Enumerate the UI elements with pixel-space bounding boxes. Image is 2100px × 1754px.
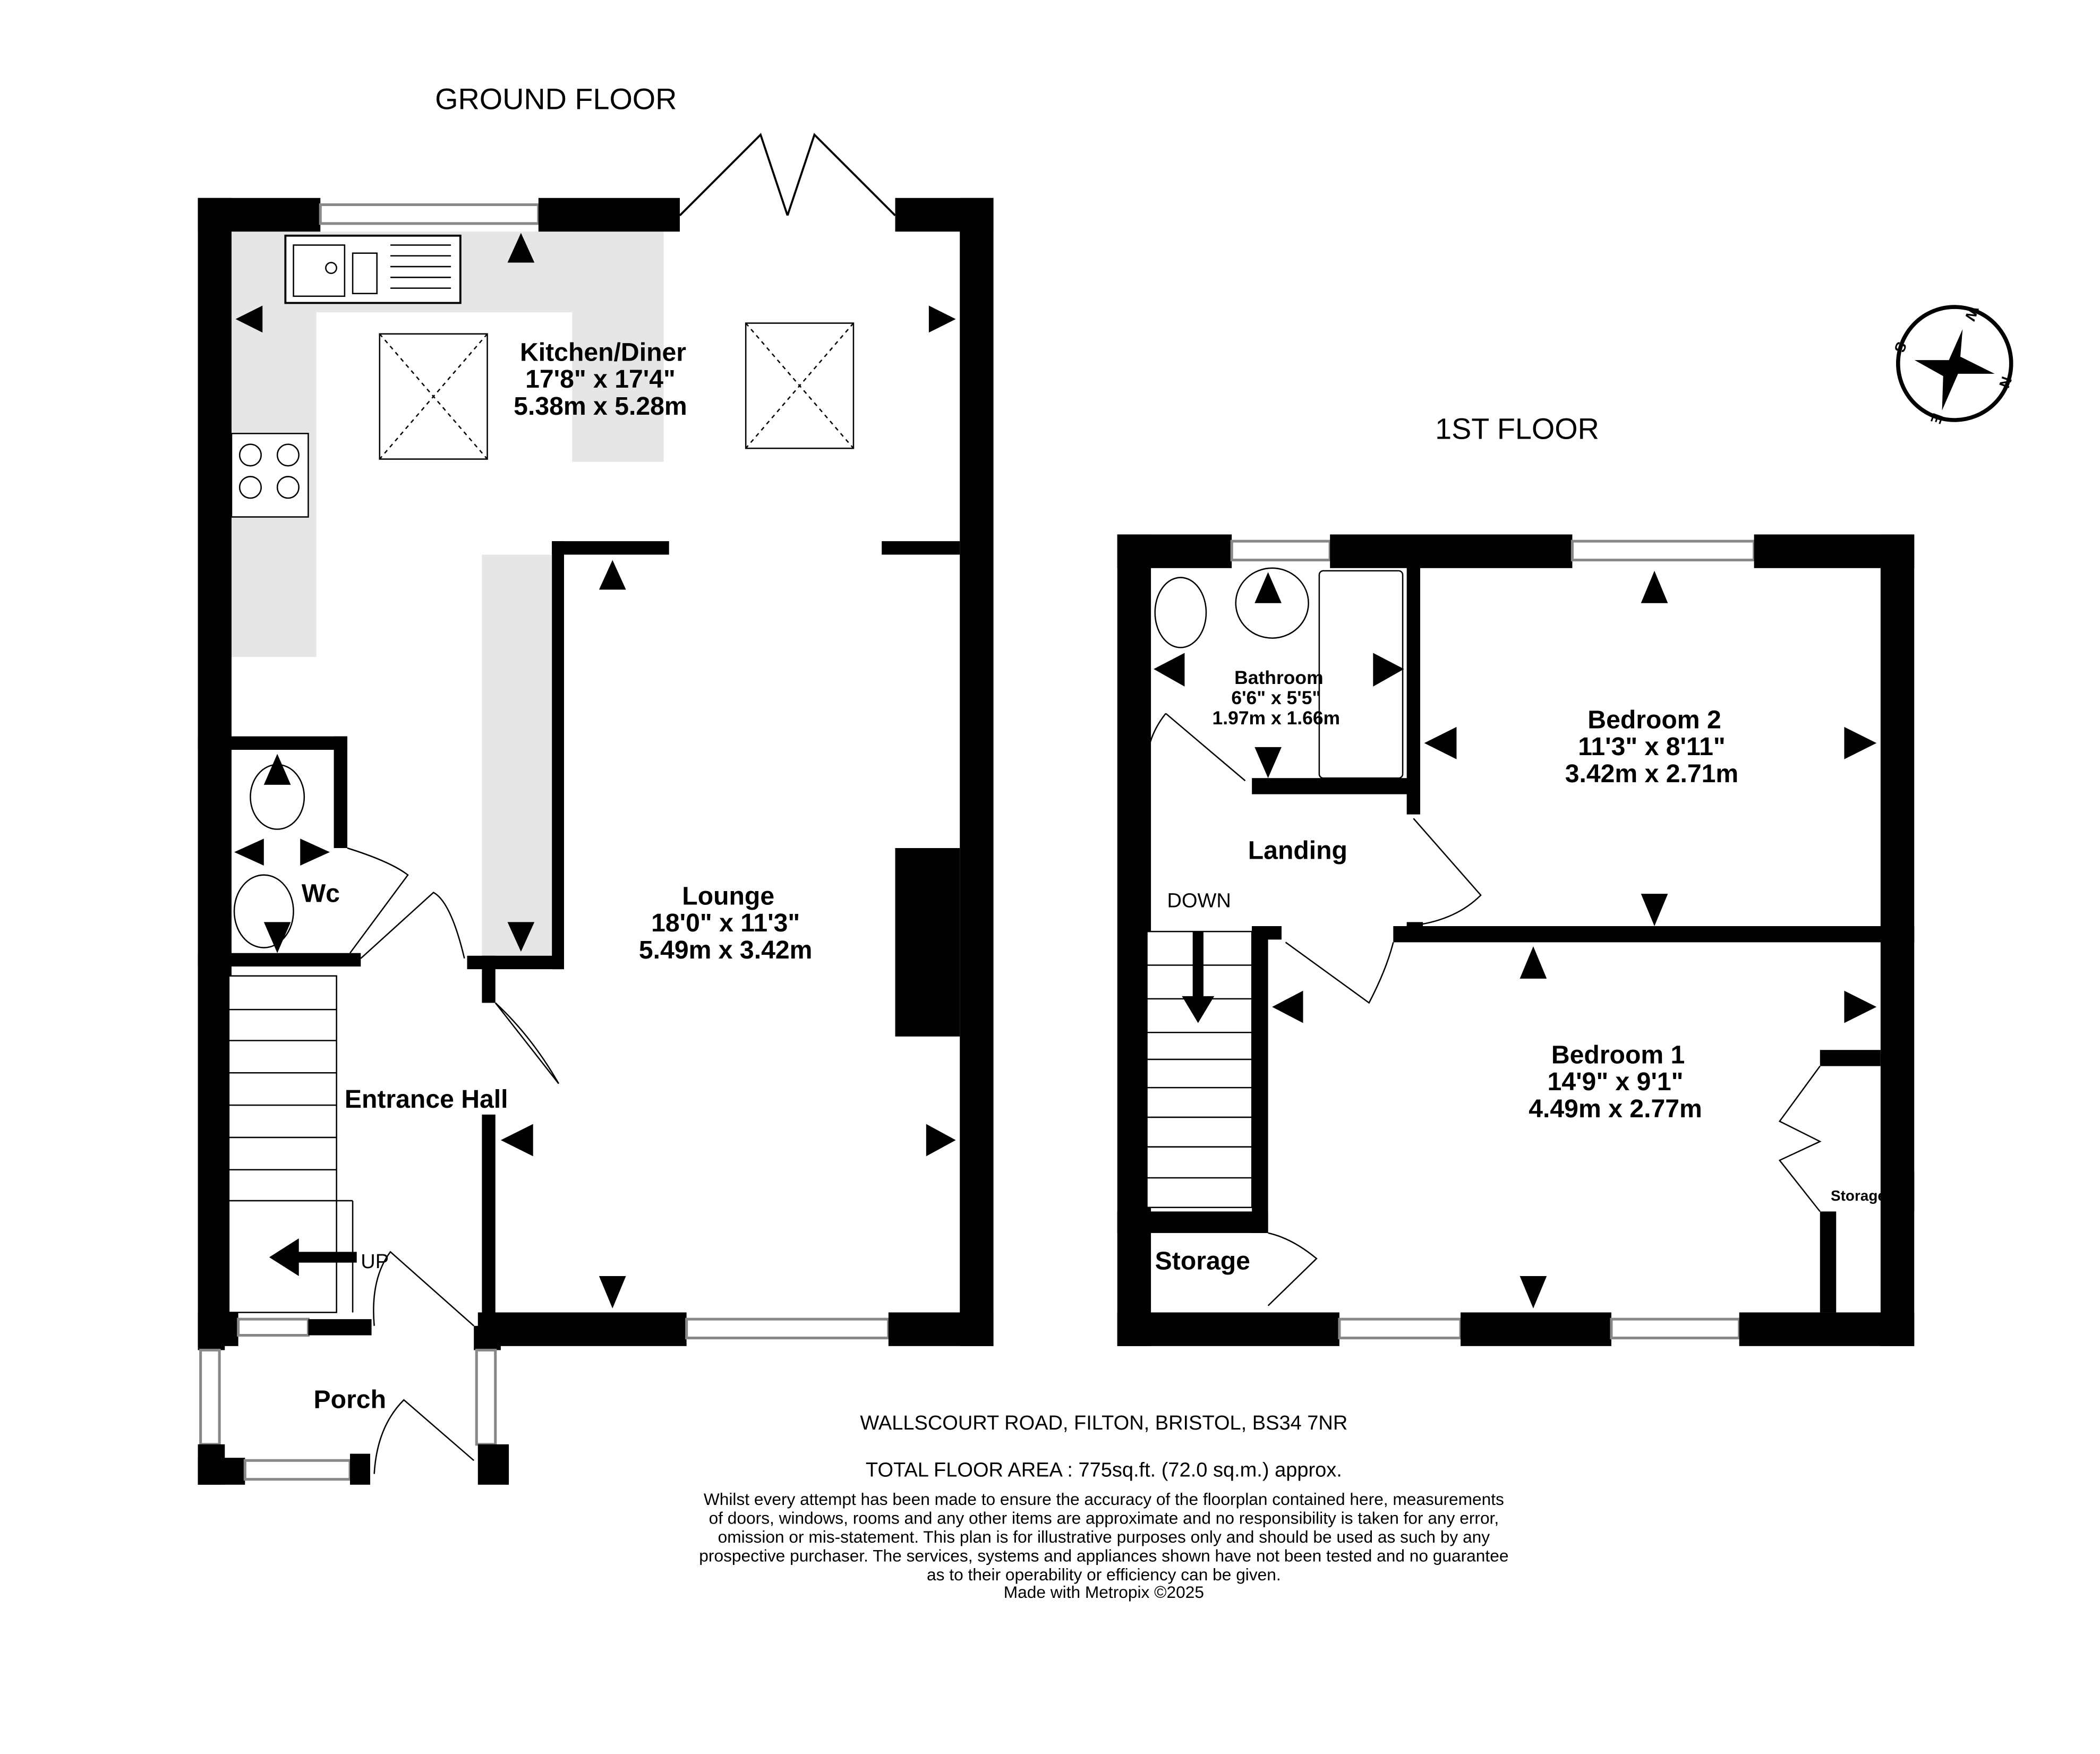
- arrow-left-icon: [269, 1238, 299, 1277]
- wc-label: Wc: [302, 879, 340, 908]
- door: [1406, 818, 1482, 927]
- lounge-imperial: 18'0" x 11'3": [651, 909, 800, 937]
- total-floor-area: TOTAL FLOOR AREA : 775sq.ft. (72.0 sq.m.…: [866, 1459, 1342, 1482]
- stairs-up-label: UP: [361, 1251, 389, 1273]
- window: [1338, 1317, 1462, 1340]
- bedroom-1-metric: 4.49m x 2.77m: [1529, 1094, 1702, 1123]
- dimension-arrows: [1154, 570, 1877, 1308]
- bedroom-2-label: Bedroom 2: [1587, 705, 1721, 734]
- ground-floor-title: GROUND FLOOR: [435, 83, 677, 116]
- door: [373, 1251, 475, 1327]
- window: [475, 1348, 497, 1446]
- footer: WALLSCOURT ROAD, FILTON, BRISTOL, BS34 7…: [699, 1412, 1508, 1602]
- kitchen-diner-label: Kitchen/Diner: [520, 338, 686, 366]
- compass-s: S: [1891, 340, 1910, 355]
- first-floor: 1ST FLOOR: [1117, 412, 1915, 1346]
- porch-label: Porch: [314, 1385, 386, 1414]
- door: [1285, 942, 1394, 1004]
- compass-icon: W N E S: [1891, 304, 2015, 426]
- rooflight: [379, 333, 488, 460]
- kitchen-diner-metric: 5.38m x 5.28m: [514, 392, 687, 421]
- lounge-metric: 5.49m x 3.42m: [639, 936, 813, 964]
- door: [360, 892, 465, 959]
- window: [1230, 540, 1331, 562]
- window: [199, 1348, 221, 1446]
- storage-cupboard-label: Storage: [1831, 1187, 1886, 1204]
- cooker-hob: [231, 433, 309, 518]
- lounge-label: Lounge: [682, 882, 774, 910]
- compass-e: E: [1927, 411, 1946, 426]
- door: [373, 1399, 475, 1474]
- dimension-arrows: [234, 233, 956, 1308]
- disclaimer-line: omission or mis-statement. This plan is …: [718, 1527, 1490, 1546]
- window: [237, 1317, 310, 1337]
- kitchen-sink: [284, 234, 462, 304]
- storage-label: Storage: [1155, 1246, 1250, 1275]
- ground-floor-walls: [198, 198, 994, 1485]
- disclaimer-line: prospective purchaser. The services, sys…: [699, 1546, 1508, 1565]
- basin: [233, 874, 294, 948]
- door: [347, 847, 409, 954]
- arrow-down-icon: [1182, 996, 1215, 1023]
- door: [1267, 1232, 1318, 1306]
- window: [685, 1317, 890, 1340]
- door: [1146, 713, 1246, 782]
- disclaimer-line: as to their operability or efficiency ca…: [927, 1565, 1281, 1584]
- bath: [1318, 570, 1404, 779]
- landing-label: Landing: [1248, 836, 1347, 865]
- ground-floor: GROUND FLOOR: [198, 83, 994, 1485]
- window: [319, 203, 540, 225]
- bathroom-label: Bathroom: [1234, 667, 1324, 688]
- first-floor-title: 1ST FLOOR: [1435, 412, 1599, 445]
- window: [243, 1459, 352, 1481]
- disclaimer-line: Whilst every attempt has been made to en…: [704, 1490, 1504, 1509]
- rooflight: [745, 322, 855, 449]
- disclaimer-line: of doors, windows, rooms and any other i…: [709, 1508, 1499, 1527]
- chimney-breast: [895, 848, 960, 1037]
- window: [1610, 1317, 1741, 1340]
- window: [1570, 540, 1756, 562]
- bathroom-imperial: 6'6" x 5'5": [1231, 687, 1321, 708]
- address: WALLSCOURT ROAD, FILTON, BRISTOL, BS34 7…: [860, 1412, 1347, 1434]
- bathroom-metric: 1.97m x 1.66m: [1213, 707, 1341, 729]
- entrance-hall-label: Entrance Hall: [345, 1085, 508, 1114]
- staircase-up: [228, 975, 357, 1313]
- kitchen-diner-imperial: 17'8" x 17'4": [525, 365, 676, 393]
- staircase-down: [1146, 930, 1253, 1209]
- toilet: [1154, 577, 1207, 648]
- metropix-credit: Made with Metropix ©2025: [1004, 1582, 1204, 1602]
- bedroom-1-label: Bedroom 1: [1551, 1041, 1685, 1069]
- basin: [1235, 567, 1309, 639]
- french-doors: [679, 133, 896, 217]
- storage-doors: [1778, 1065, 1822, 1212]
- bedroom-1-imperial: 14'9" x 9'1": [1548, 1067, 1684, 1096]
- bedroom-2-imperial: 11'3" x 8'11": [1578, 732, 1725, 761]
- bedroom-2-metric: 3.42m x 2.71m: [1565, 759, 1739, 788]
- compass-n: N: [1996, 374, 2015, 390]
- stairs-down-label: DOWN: [1167, 890, 1231, 912]
- door: [494, 1002, 559, 1084]
